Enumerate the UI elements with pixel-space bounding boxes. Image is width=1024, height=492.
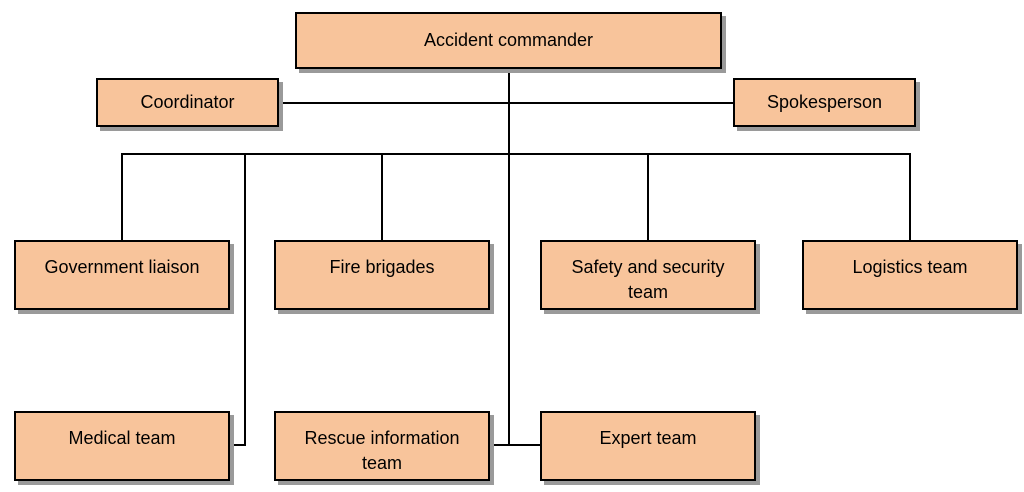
logistics-drop-line [909,153,911,242]
root-trunk-line [508,68,510,446]
fire-brigades-label: Fire brigades [329,257,435,277]
fire-brigades-box: Fire brigades [274,240,490,310]
safety-security-team-box: Safety and security team [540,240,756,310]
government-liaison-box: Government liaison [14,240,230,310]
government-liaison-drop-line [121,153,123,242]
coordinator-label: Coordinator [140,92,235,112]
staff-connector-line [279,102,735,104]
government-liaison-label: Government liaison [44,257,200,277]
bottom-team-connector-line [489,444,542,446]
fire-brigades-drop-line [381,153,383,242]
rescue-information-team-label: Rescue information team [304,428,460,473]
rescue-information-team-box: Rescue information team [274,411,490,481]
safety-security-drop-line [647,153,649,242]
logistics-team-label: Logistics team [852,257,968,277]
expert-team-label: Expert team [599,428,697,448]
spokesperson-label: Spokesperson [766,92,883,112]
medical-stub-line [229,444,246,446]
safety-security-team-label: Safety and security team [571,257,725,302]
accident-commander-label: Accident commander [423,30,594,50]
spokesperson-box: Spokesperson [733,78,916,127]
medical-team-label: Medical team [68,428,176,448]
team-bus-line [121,153,911,155]
medical-team-box: Medical team [14,411,230,481]
logistics-team-box: Logistics team [802,240,1018,310]
accident-commander-box: Accident commander [295,12,722,69]
expert-team-box: Expert team [540,411,756,481]
medical-branch-line [244,153,246,446]
coordinator-box: Coordinator [96,78,279,127]
